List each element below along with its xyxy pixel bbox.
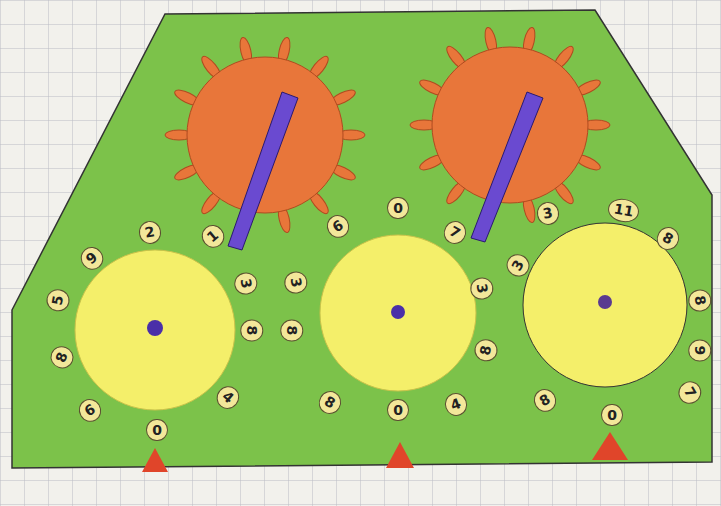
dial-number: 8: [687, 287, 713, 312]
dial-number: 8: [241, 319, 264, 341]
dial-number: 11: [607, 196, 642, 224]
dial-number: 8: [653, 223, 683, 254]
dial: [523, 223, 687, 387]
dial-number: 6: [75, 395, 105, 426]
dial-number: 9: [76, 242, 107, 273]
dial-number: 7: [675, 377, 706, 407]
dial-number: 8: [530, 385, 560, 416]
clock-hand: [471, 92, 543, 242]
dial-number: 4: [442, 390, 470, 419]
green-board: [12, 10, 712, 468]
dial-number: 0: [387, 399, 409, 422]
pointer-triangle: [142, 448, 168, 472]
dial-number: 2: [137, 219, 162, 245]
dial-number: 3: [535, 200, 560, 226]
dial-number: 3: [503, 250, 534, 280]
clock-hand: [228, 92, 298, 250]
dial-number: 4: [212, 381, 243, 412]
dial-number: 5: [45, 287, 71, 312]
dial-number: 8: [48, 343, 77, 371]
suns: [165, 26, 610, 233]
dial-number: 6: [323, 211, 353, 242]
dial-number: 3: [233, 270, 259, 295]
dial-number: 1: [197, 220, 228, 251]
dial-number: 0: [387, 197, 409, 220]
dial-center: [391, 305, 405, 319]
dial: [320, 235, 476, 391]
sun: [187, 57, 343, 213]
dial-number: 9: [689, 339, 712, 361]
dial-number: 3: [283, 269, 309, 294]
dial-center: [147, 320, 163, 336]
dial-number: 8: [315, 387, 345, 418]
dial-number: 7: [440, 217, 470, 248]
dial-number: 8: [473, 337, 499, 362]
pointer-triangle: [592, 432, 628, 460]
dial-number: 0: [146, 419, 168, 442]
dial: [75, 250, 235, 410]
dial-number: 3: [469, 275, 495, 300]
pointer-triangle: [386, 442, 414, 468]
dial-center: [598, 295, 612, 309]
dial-number: 8: [281, 319, 304, 341]
dial-number: 0: [601, 404, 623, 427]
